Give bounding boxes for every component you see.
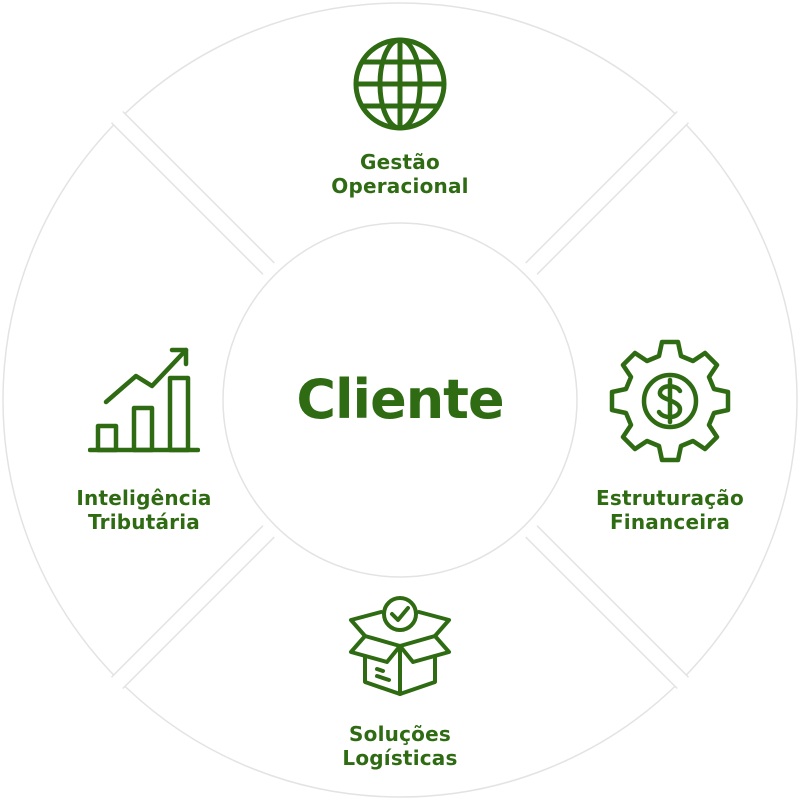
label-solucoes-logisticas: Soluções Logísticas: [290, 722, 510, 770]
label-line-1: Estruturação: [596, 486, 744, 510]
label-line-1: Soluções: [349, 722, 451, 746]
label-line-2: Tributária: [88, 510, 200, 534]
label-estruturacao-financeira: Estruturação Financeira: [560, 486, 780, 534]
label-line-1: Inteligência: [76, 486, 212, 510]
growth-chart-icon: [88, 347, 200, 453]
label-gestao-operacional: Gestão Operacional: [290, 150, 510, 198]
open-box-check-icon: [349, 596, 451, 696]
label-line-2: Financeira: [609, 510, 731, 534]
label-line-2: Operacional: [331, 174, 469, 198]
label-line-2: Logísticas: [342, 746, 458, 770]
gear-dollar-icon: [609, 339, 731, 463]
inner-circle: [222, 222, 578, 578]
label-inteligencia-tributaria: Inteligência Tributária: [34, 486, 254, 534]
center-label: Cliente: [296, 368, 504, 431]
label-line-1: Gestão: [360, 150, 440, 174]
globe-icon: [353, 37, 447, 131]
